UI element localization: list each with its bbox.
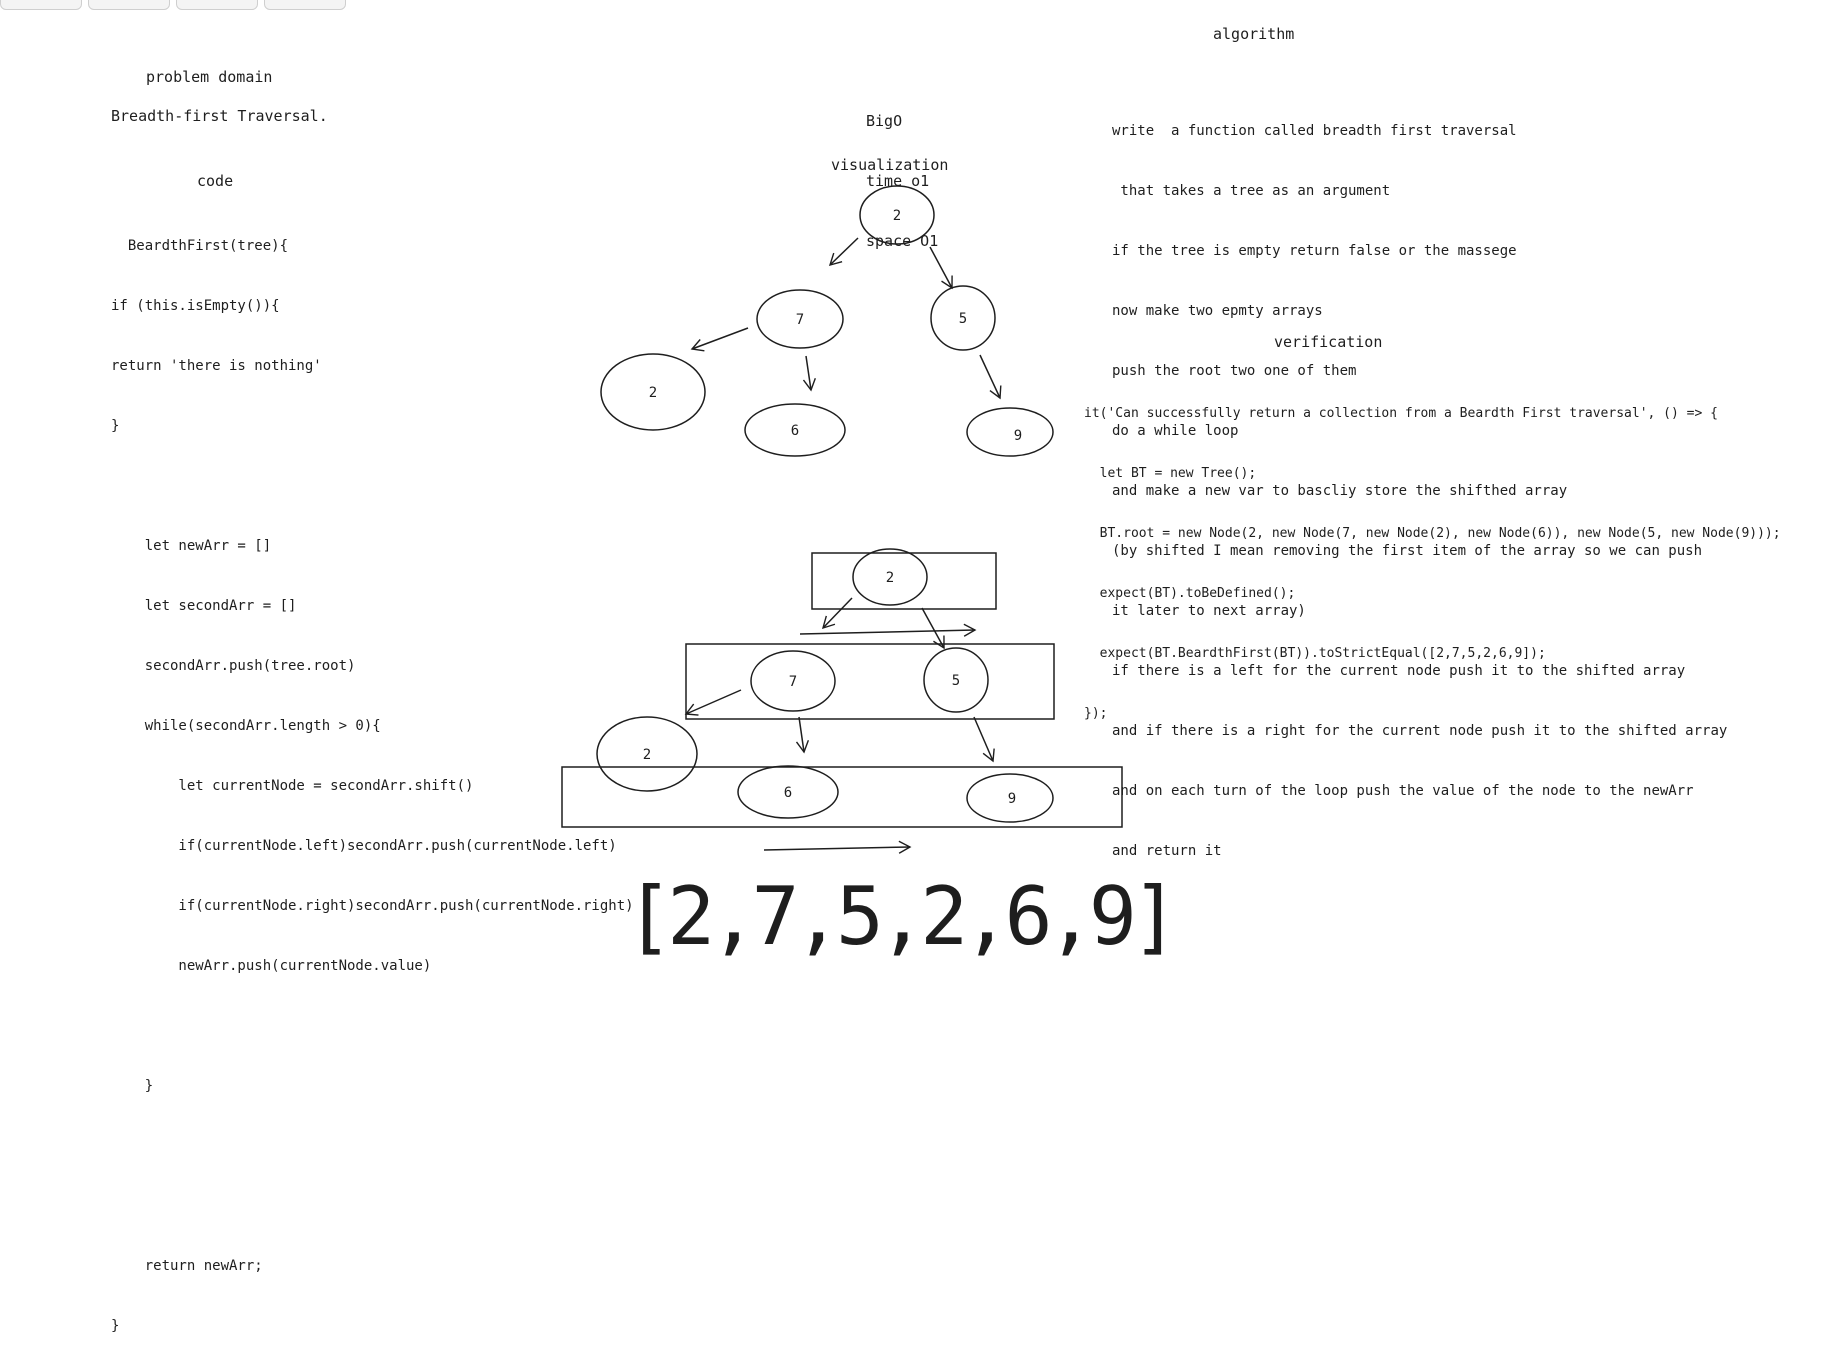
toolbar-button-1[interactable] [0, 0, 82, 10]
tree-bottom-node-left-right [737, 765, 839, 819]
tree-top-node-left-left [600, 353, 706, 431]
code-line [111, 1016, 634, 1036]
level-arrow-top [799, 623, 977, 637]
algorithm-line: if the tree is empty return false or the… [1112, 243, 1517, 259]
tree-bottom-edge-5 [973, 716, 995, 763]
tree-bottom-label-left-right: 6 [784, 785, 792, 801]
algorithm-line: that takes a tree as an argument [1112, 183, 1391, 199]
level-box-3 [561, 766, 1123, 828]
tree-top-edge-4 [802, 355, 816, 392]
code-line: secondArr.push(tree.root) [111, 658, 356, 674]
bigo-block: BigO time o1 space O1 [866, 71, 938, 271]
bigo-line: BigO [866, 112, 903, 130]
tree-top-label-root: 2 [893, 208, 901, 224]
code-block: BeardthFirst(tree){ if (this.isEmpty()){… [111, 196, 634, 1356]
code-line: } [111, 1078, 154, 1094]
tree-bottom-label-left-left: 2 [643, 747, 651, 763]
algorithm-line: if there is a left for the current node … [1112, 663, 1686, 679]
code-line: if(currentNode.left)secondArr.push(curre… [111, 838, 617, 854]
toolbar-button-4[interactable] [264, 0, 346, 10]
code-line: return 'there is nothing' [111, 358, 322, 374]
tree-top-label-left: 7 [796, 312, 804, 328]
tree-top-label-left-right: 6 [791, 423, 799, 439]
toolbar-button-2[interactable] [88, 0, 170, 10]
code-line: return newArr; [111, 1258, 263, 1274]
verification-line: BT.root = new Node(2, new Node(7, new No… [1084, 526, 1781, 541]
level-box-1 [811, 552, 997, 610]
code-line [111, 476, 634, 496]
verification-line: expect(BT.BeardthFirst(BT)).toStrictEqua… [1084, 646, 1546, 661]
tree-bottom-node-left [750, 650, 836, 712]
tree-top-edge-2 [929, 246, 953, 290]
tree-bottom-edge-1 [821, 597, 853, 630]
tree-bottom-label-left: 7 [789, 674, 797, 690]
tree-top-label-left-left: 2 [649, 385, 657, 401]
tree-top [600, 185, 1054, 457]
visualization-label: visualization [831, 156, 949, 174]
traversal-result: [2,7,5,2,6,9] [625, 870, 1179, 963]
tree-bottom-edge-4 [795, 716, 810, 754]
tree-bottom [561, 548, 1123, 854]
code-line: BeardthFirst(tree){ [111, 238, 289, 254]
tree-top-node-left-right [744, 403, 846, 457]
toolbar-button-3[interactable] [176, 0, 258, 10]
code-line: } [111, 1318, 120, 1334]
code-line: if (this.isEmpty()){ [111, 298, 280, 314]
code-line: newArr.push(currentNode.value) [111, 958, 432, 974]
code-line: let secondArr = [] [111, 598, 297, 614]
verification-line: let BT = new Tree(); [1084, 466, 1257, 481]
code-line [111, 1136, 634, 1156]
code-line [111, 1196, 634, 1216]
tree-bottom-node-right-left [966, 773, 1054, 823]
bigo-line: time o1 [866, 172, 930, 190]
verification-line: expect(BT).toBeDefined(); [1084, 586, 1296, 601]
algorithm-line: and on each turn of the loop push the va… [1112, 783, 1694, 799]
code-line: } [111, 418, 120, 434]
problem-domain-heading: problem domain [146, 68, 273, 86]
verification-line: it('Can successfully return a collection… [1084, 406, 1718, 421]
algorithm-block: write a function called breadth first tr… [1112, 81, 1727, 881]
level-box-2 [685, 643, 1055, 720]
tree-top-node-right-left [966, 407, 1054, 457]
code-line: while(secondArr.length > 0){ [111, 718, 381, 734]
tree-top-label-right-left: 9 [1014, 428, 1022, 444]
tree-bottom-node-left-left [596, 716, 698, 792]
tree-bottom-node-root [852, 548, 928, 606]
verification-heading: verification [1274, 333, 1383, 351]
tree-top-node-left [756, 289, 844, 349]
algorithm-heading: algorithm [1213, 25, 1295, 43]
tree-bottom-node-right [923, 647, 989, 713]
tree-top-edge-3 [690, 327, 749, 352]
tree-top-edge-1 [828, 237, 859, 267]
algorithm-line: do a while loop [1112, 423, 1239, 439]
verification-line: }); [1084, 706, 1108, 721]
algorithm-line: push the root two one of them [1112, 363, 1357, 379]
top-toolbar [0, 0, 346, 10]
verification-block: it('Can successfully return a collection… [1084, 364, 1781, 744]
algorithm-line: and if there is a right for the current … [1112, 723, 1728, 739]
tree-top-edge-5 [979, 354, 1002, 400]
tree-bottom-edge-3 [684, 689, 742, 716]
tree-top-node-right [930, 285, 996, 351]
tree-bottom-label-root: 2 [886, 570, 894, 586]
whiteboard-canvas: 2 7 5 2 6 9 2 7 5 2 6 9 [561, 185, 1123, 854]
bigo-line: space O1 [866, 232, 939, 250]
problem-domain-title: Breadth-first Traversal. [111, 107, 328, 125]
code-heading: code [197, 172, 234, 190]
tree-bottom-label-right: 5 [952, 673, 960, 689]
level-arrow-bottom [763, 840, 912, 854]
algorithm-line: now make two epmty arrays [1112, 303, 1323, 319]
tree-top-node-root [859, 185, 935, 245]
algorithm-line: (by shifted I mean removing the first it… [1112, 543, 1703, 559]
algorithm-line: it later to next array) [1112, 603, 1306, 619]
code-line: let newArr = [] [111, 538, 272, 554]
tree-bottom-edge-2 [921, 607, 945, 650]
code-line: let currentNode = secondArr.shift() [111, 778, 474, 794]
tree-bottom-label-right-left: 9 [1008, 791, 1016, 807]
algorithm-line: and return it [1112, 843, 1222, 859]
algorithm-line: write a function called breadth first tr… [1112, 123, 1517, 139]
algorithm-line: and make a new var to bascliy store the … [1112, 483, 1568, 499]
tree-top-label-right: 5 [959, 311, 967, 327]
code-line: if(currentNode.right)secondArr.push(curr… [111, 898, 634, 914]
